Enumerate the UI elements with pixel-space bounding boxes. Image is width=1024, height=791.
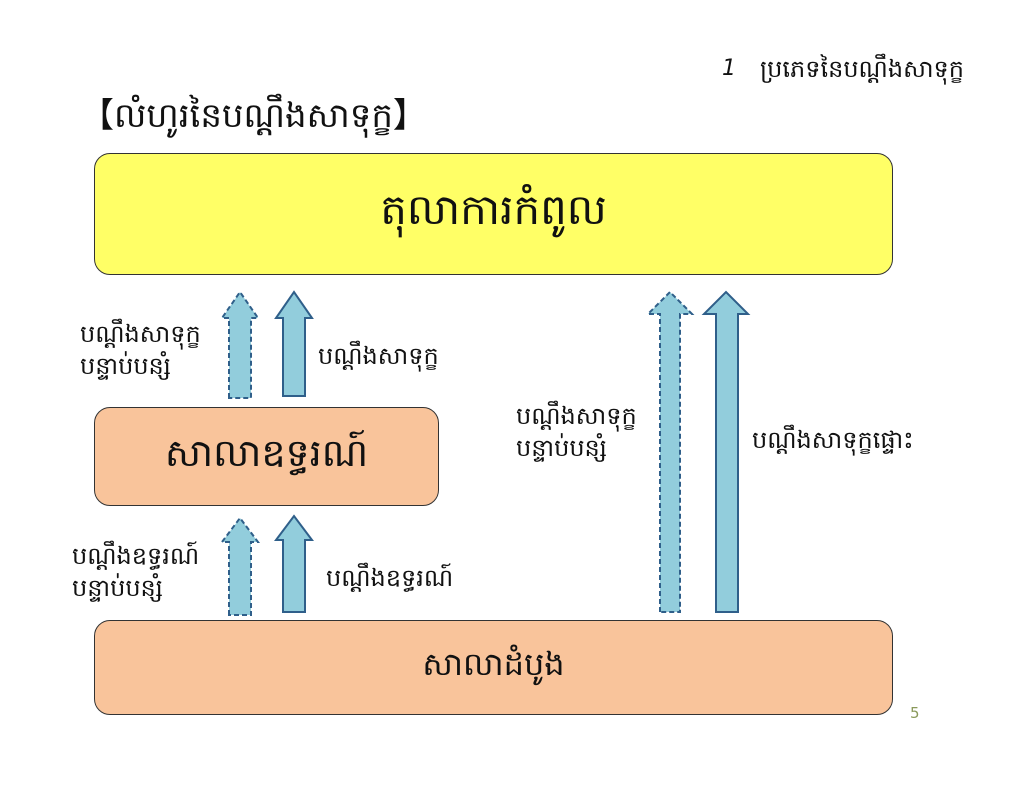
right-secondary-arrow xyxy=(645,290,695,613)
supreme-court-label: តុលាការកំពូល xyxy=(380,185,607,234)
right-main-label: បណ្ដឹងសាទុក្ខផ្ទោះ xyxy=(752,426,914,454)
right-secondary-label: បណ្ដឹងសាទុក្ខ បន្ទាប់បន្សំ xyxy=(516,400,637,464)
supreme-court-box: តុលាការកំពូល xyxy=(94,153,893,275)
page-number: 5 xyxy=(910,704,920,722)
section-number: 1 xyxy=(722,56,736,81)
right-main-arrow xyxy=(701,290,751,613)
label-line: បណ្ដឹងឧទ្ធរណ៍ xyxy=(72,542,200,570)
lower-left-main-arrow xyxy=(274,514,314,613)
first-instance-court-label: សាលាដំបូង xyxy=(422,645,565,683)
lower-left-main-label: បណ្ដឹងឧទ្ធរណ៍ xyxy=(326,564,454,592)
label-line: បន្ទាប់បន្សំ xyxy=(80,352,171,380)
first-instance-court-box: សាលាដំបូង xyxy=(94,620,893,715)
upper-left-secondary-label: បណ្ដឹងសាទុក្ខ បន្ទាប់បន្សំ xyxy=(80,318,201,382)
lower-left-secondary-arrow xyxy=(220,516,260,616)
upper-left-main-label: បណ្ដឹងសាទុក្ខ xyxy=(318,342,439,370)
label-line: បន្ទាប់បន្សំ xyxy=(516,434,607,462)
label-line: បណ្ដឹងសាទុក្ខ xyxy=(80,320,201,348)
upper-left-main-arrow xyxy=(274,290,314,397)
lower-left-secondary-label: បណ្ដឹងឧទ្ធរណ៍ បន្ទាប់បន្សំ xyxy=(72,540,199,604)
appeal-court-label: សាលាឧទ្ធរណ៍ xyxy=(164,430,369,475)
page-title: 【លំហូរនៃបណ្ដឹងសាទុក្ខ】 xyxy=(80,96,427,136)
upper-left-secondary-arrow xyxy=(220,290,260,399)
section-title: ប្រភេទនៃបណ្ដឹងសាទុក្ខ xyxy=(760,55,965,83)
label-line: បន្ទាប់បន្សំ xyxy=(72,574,163,602)
appeal-court-box: សាលាឧទ្ធរណ៍ xyxy=(94,407,439,506)
label-line: បណ្ដឹងសាទុក្ខ xyxy=(516,402,637,430)
